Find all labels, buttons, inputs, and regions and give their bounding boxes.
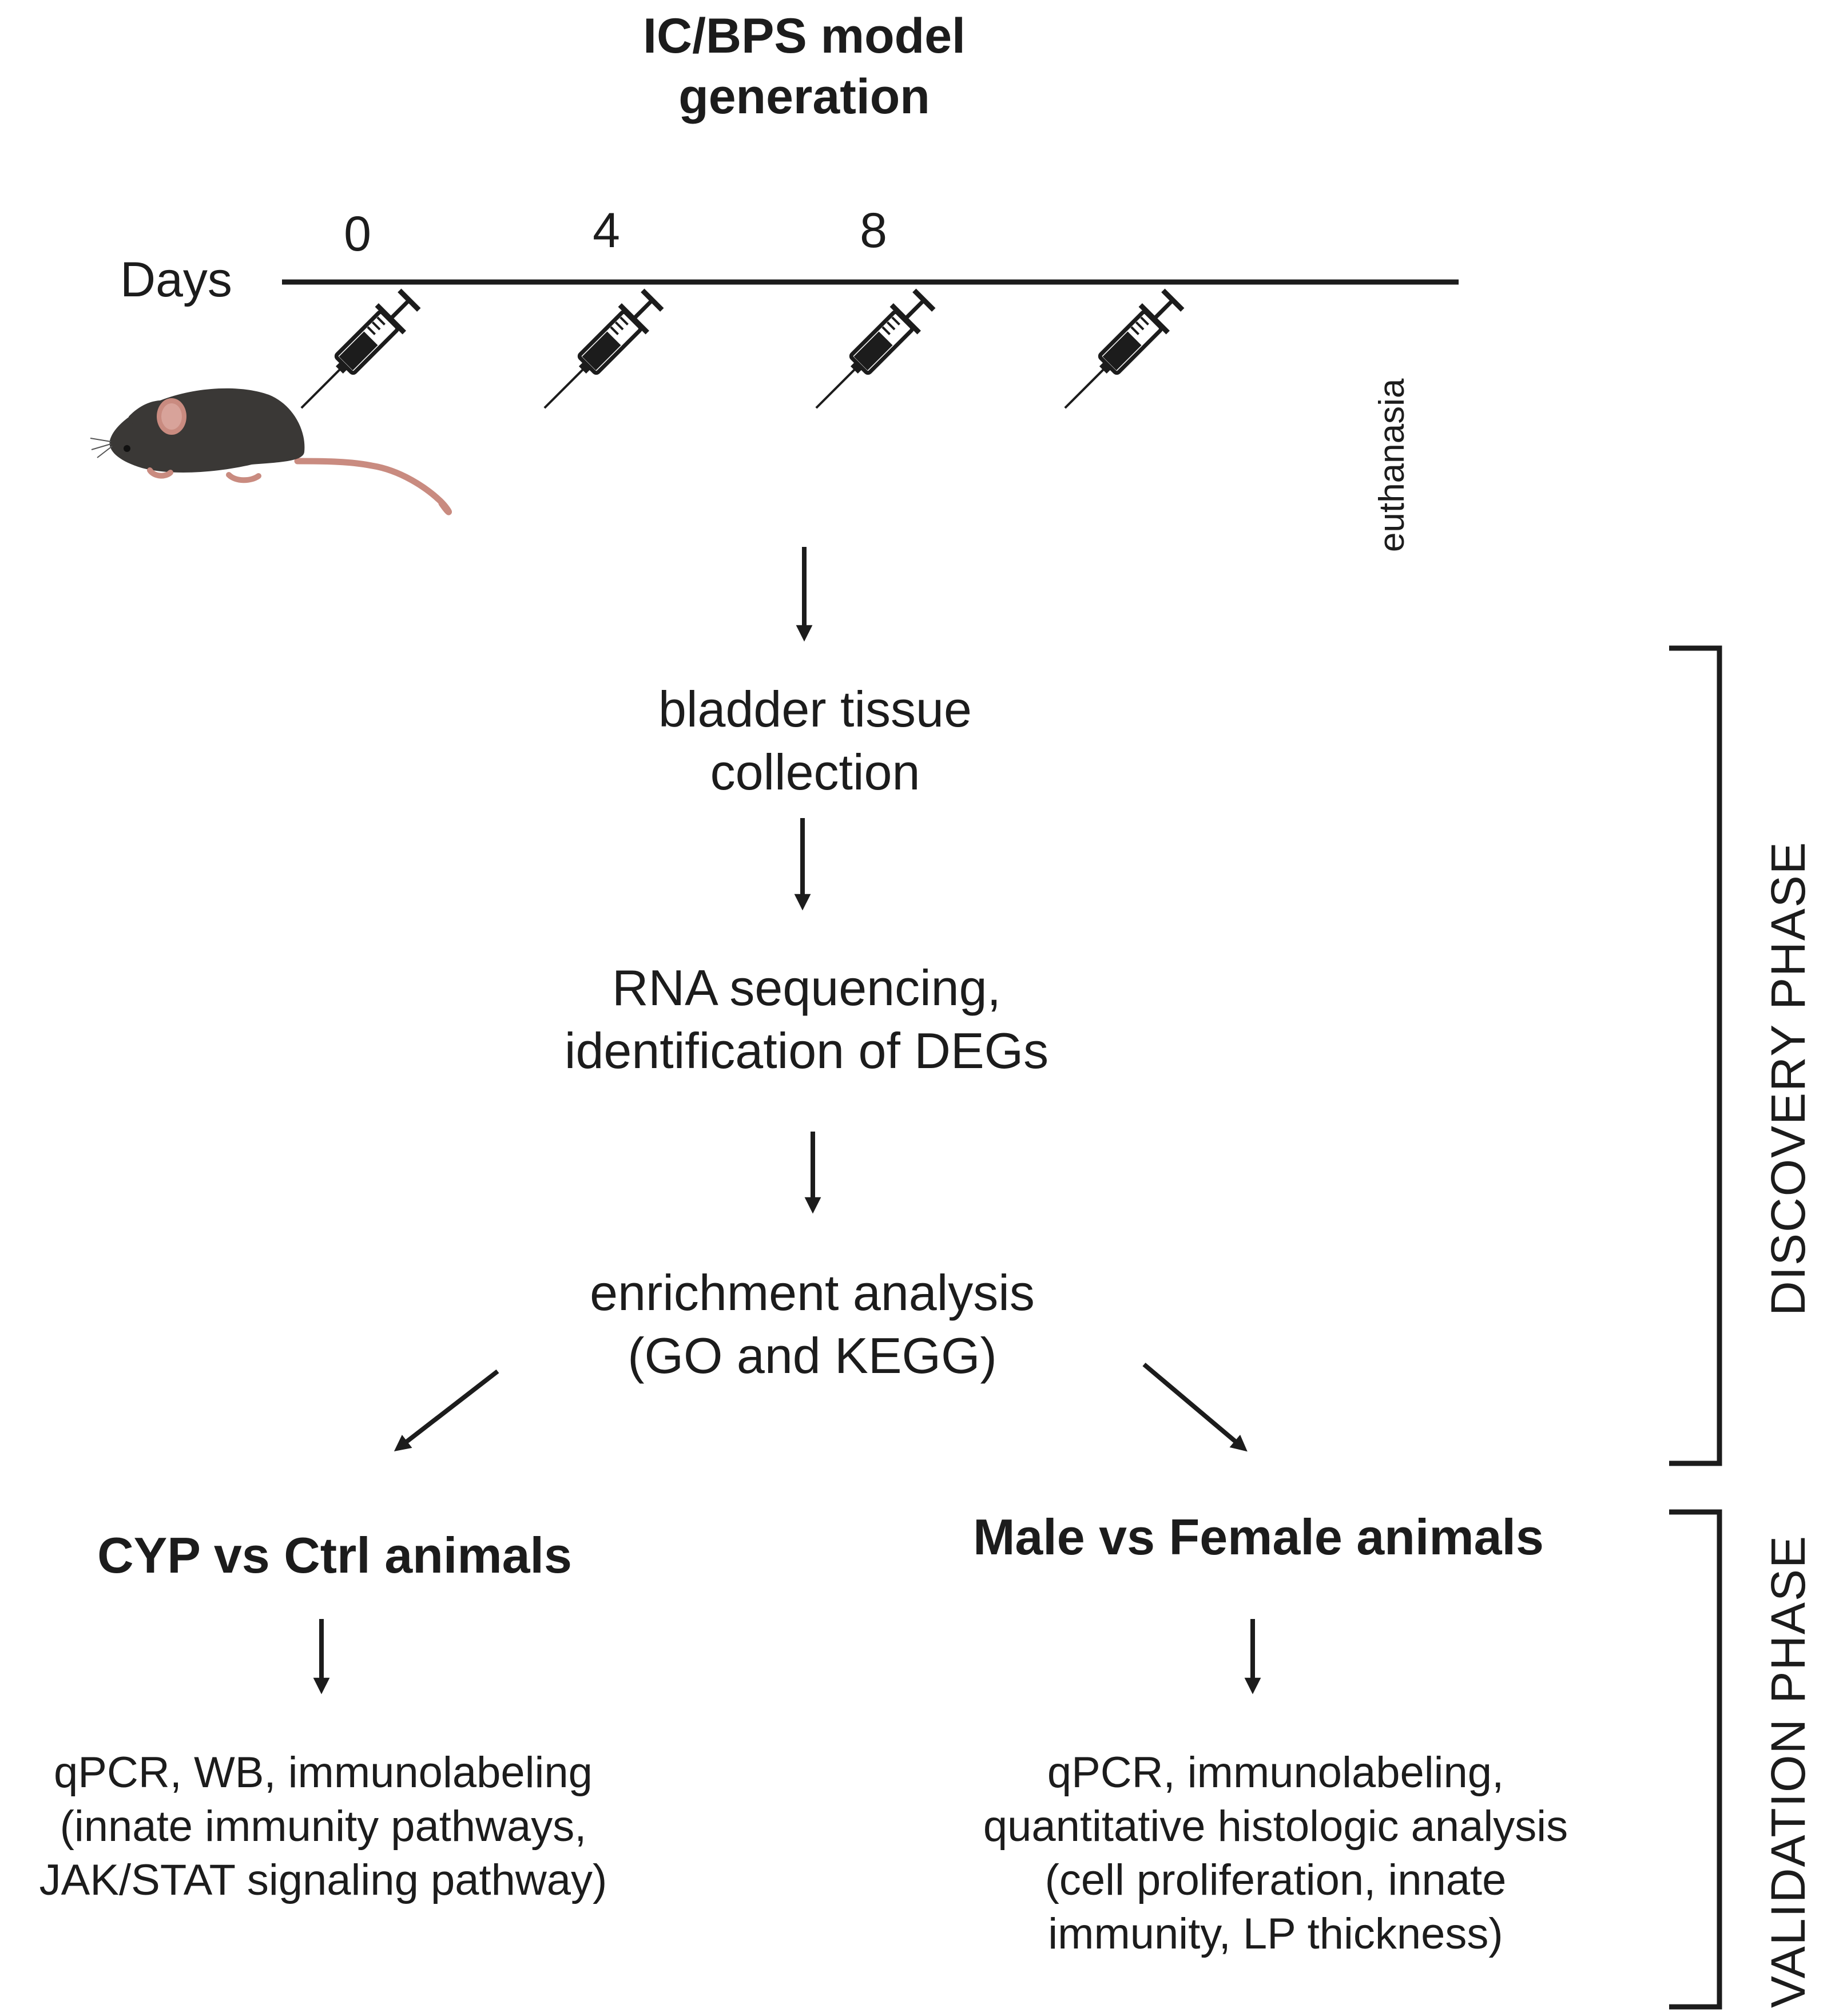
step-enrichment-analysis: enrichment analysis (GO and KEGG) <box>492 1261 1133 1387</box>
step-line: (GO and KEGG) <box>627 1327 997 1384</box>
syringe-icon <box>1051 284 1189 422</box>
branch-right-heading: Male vs Female animals <box>973 1509 1544 1565</box>
branch-right-details: qPCR, immunolabeling, quantitative histo… <box>932 1746 1619 1961</box>
step-line: RNA sequencing, <box>612 959 1001 1016</box>
diagram-title: IC/BPS model generation <box>575 6 1033 127</box>
detail-line: (cell proliferation, innate <box>1044 1856 1507 1904</box>
step-rna-sequencing: RNA sequencing, identification of DEGs <box>492 957 1121 1082</box>
arrow-branch-left-icon <box>394 1369 499 1452</box>
syringe-icon <box>531 284 668 422</box>
validation-phase-bracket <box>1669 1509 1722 2010</box>
detail-line: quantitative histologic analysis <box>983 1802 1568 1851</box>
detail-line: qPCR, WB, immunolabeling <box>54 1748 593 1797</box>
step-line: collection <box>710 744 920 800</box>
syringe-icon <box>288 284 425 422</box>
syringe-icon <box>803 284 940 422</box>
discovery-phase-bracket <box>1669 645 1722 1466</box>
detail-line: JAK/STAT signaling pathway) <box>39 1856 607 1904</box>
timeline-day-2: 4 <box>593 203 620 258</box>
branch-left-heading: CYP vs Ctrl animals <box>97 1527 572 1584</box>
detail-line: qPCR, immunolabeling, <box>1047 1748 1504 1797</box>
timeline-axis-label: Days <box>120 252 232 307</box>
branch-left-details: qPCR, WB, immunolabeling (innate immunit… <box>0 1746 646 1907</box>
timeline-day-0: 0 <box>344 207 371 261</box>
timeline-day-4: 8 <box>860 203 887 258</box>
step-line: enrichment analysis <box>590 1264 1035 1321</box>
step-line: identification of DEGs <box>564 1022 1049 1079</box>
diagram-title-text: IC/BPS model generation <box>643 9 966 124</box>
detail-line: immunity, LP thickness) <box>1048 1910 1503 1958</box>
mouse-icon <box>90 388 452 515</box>
step-bladder-collection: bladder tissue collection <box>515 678 1115 804</box>
step-line: bladder tissue <box>658 681 972 737</box>
detail-line: (innate immunity pathways, <box>59 1802 587 1851</box>
arrow-branch-right-icon <box>1142 1362 1248 1452</box>
